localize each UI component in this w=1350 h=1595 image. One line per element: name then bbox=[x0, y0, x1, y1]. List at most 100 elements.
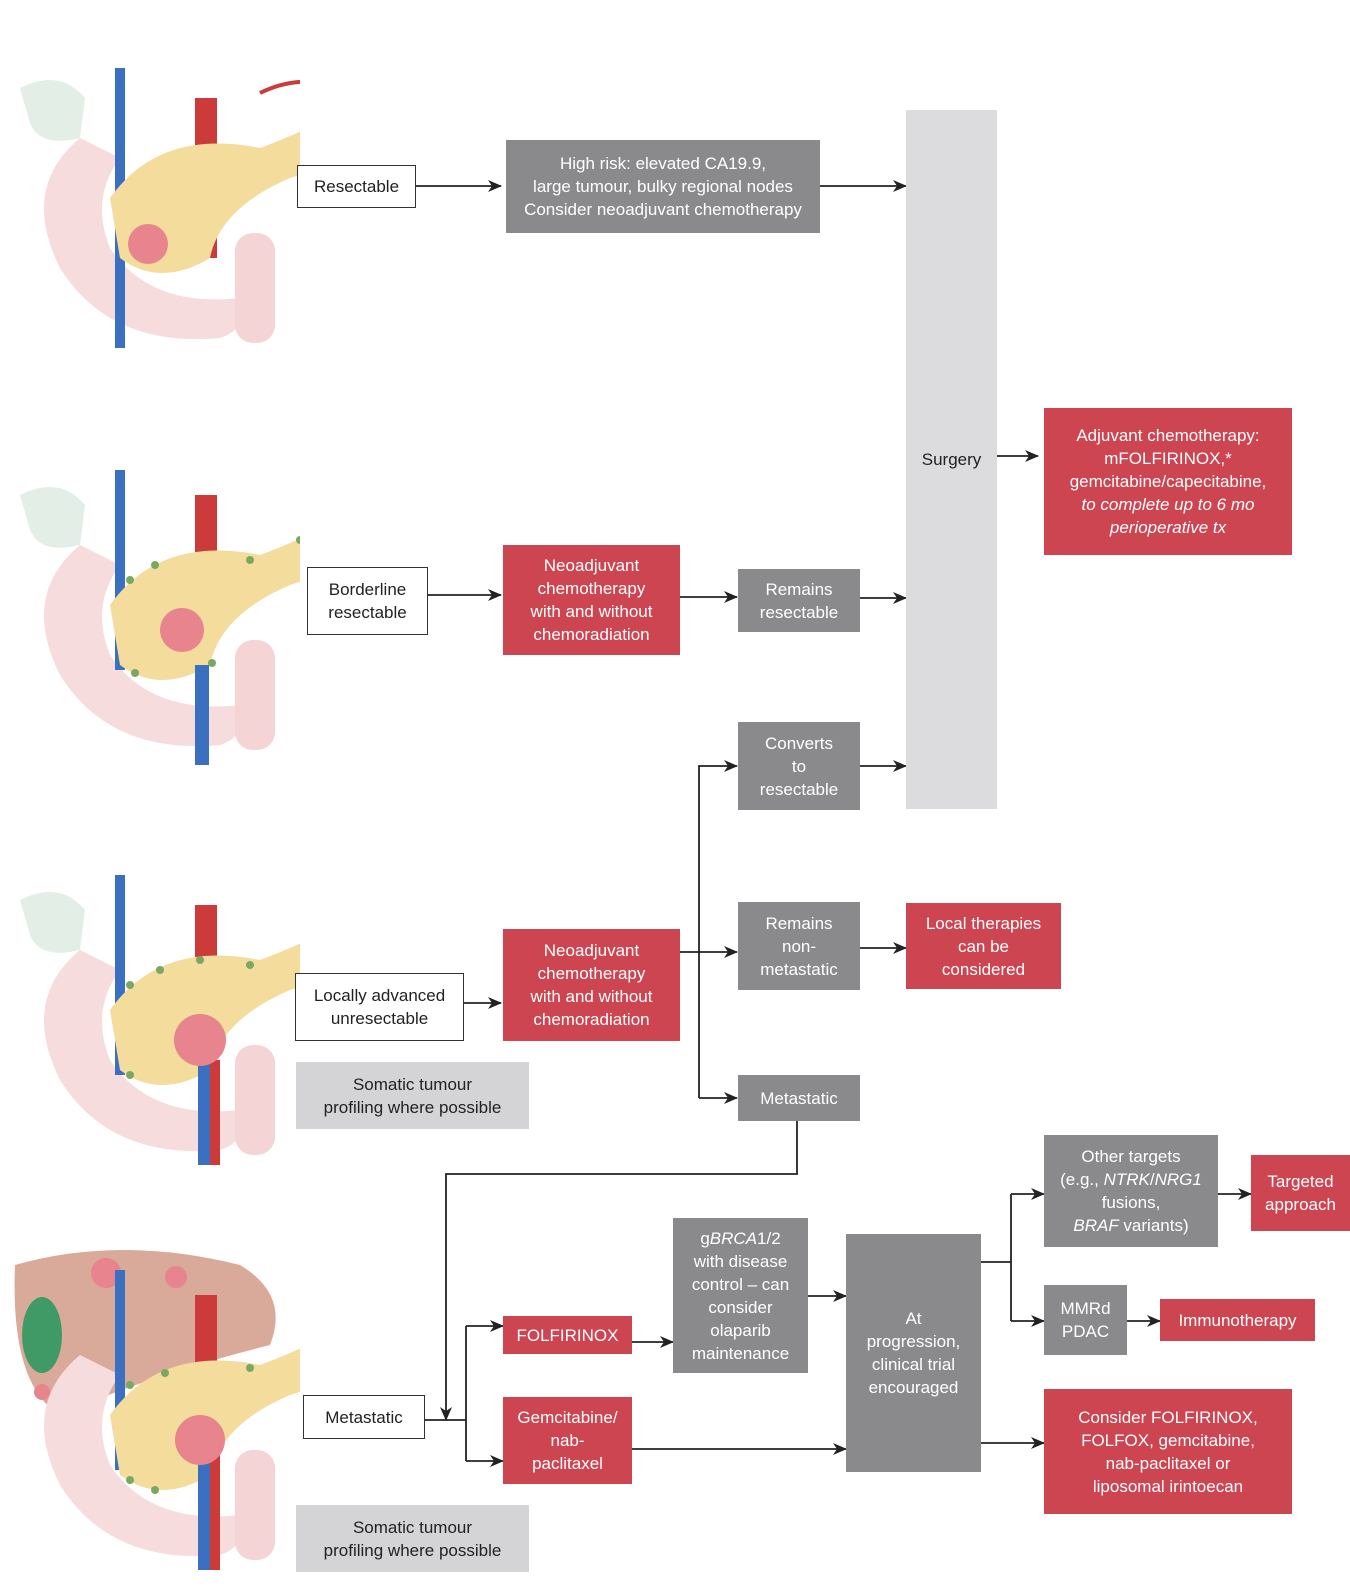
gbrca-line: olaparib bbox=[710, 1320, 771, 1340]
second-line-line: liposomal irintoecan bbox=[1092, 1476, 1244, 1496]
targeted-line: approach bbox=[1265, 1195, 1336, 1214]
other-targets-slash: / bbox=[1149, 1170, 1155, 1189]
pancreas-borderline-illustration bbox=[20, 470, 300, 765]
stage-metastatic-label: Metastatic bbox=[325, 1407, 403, 1427]
remains-nonmetastatic-line: Remains bbox=[765, 913, 833, 933]
gbrca-first-line: gBRCA1/2 bbox=[700, 1227, 780, 1250]
gem-nab-line: nab- bbox=[550, 1431, 585, 1450]
gbrca-suffix: 1/2 bbox=[757, 1228, 781, 1248]
adjuvant-line: mFOLFIRINOX,* bbox=[1104, 449, 1232, 468]
neoadjuvant-line: Neoadjuvant bbox=[543, 941, 640, 960]
stage-borderline-label-line: resectable bbox=[328, 603, 407, 622]
metastatic-outcome-label: Metastatic bbox=[760, 1088, 838, 1108]
targeted-line: Targeted bbox=[1267, 1172, 1334, 1191]
progression-line: encouraged bbox=[868, 1378, 959, 1397]
other-targets-box: Other targets (e.g., NTRK/NRG1 fusions, … bbox=[1044, 1135, 1218, 1247]
remains-nonmetastatic-box: Remains non- metastatic bbox=[738, 902, 860, 990]
pancreas-locally-advanced-illustration bbox=[20, 875, 300, 1165]
somatic-profiling-box-metastatic: Somatic tumour profiling where possible bbox=[296, 1505, 529, 1572]
mmrd-line: MMRd bbox=[1060, 1299, 1111, 1318]
other-targets-variants: variants) bbox=[1118, 1216, 1189, 1235]
adjuvant-italic-line: perioperative tx bbox=[1109, 518, 1227, 537]
surgery-box: Surgery bbox=[906, 110, 997, 809]
neoadjuvant-borderline-box: Neoadjuvant chemotherapy with and withou… bbox=[503, 545, 680, 655]
gem-nab-line: Gemcitabine/ bbox=[517, 1408, 618, 1427]
local-therapies-box: Local therapies can be considered bbox=[906, 903, 1061, 989]
local-therapies-line: considered bbox=[941, 959, 1026, 979]
gbrca-line: consider bbox=[708, 1297, 773, 1317]
progression-line: progression, bbox=[866, 1332, 961, 1351]
converts-line: resectable bbox=[759, 779, 839, 799]
progression-line: clinical trial bbox=[871, 1355, 956, 1374]
neoadjuvant-line: with and without bbox=[530, 602, 653, 621]
somatic-profiling-box-la: Somatic tumour profiling where possible bbox=[296, 1062, 529, 1129]
high-risk-line: large tumour, bulky regional nodes bbox=[533, 177, 793, 196]
other-targets-line3: fusions, bbox=[1101, 1193, 1161, 1212]
adjuvant-line: Adjuvant chemotherapy: bbox=[1076, 426, 1260, 445]
adjuvant-chemotherapy-box: Adjuvant chemotherapy: mFOLFIRINOX,* gem… bbox=[1044, 408, 1292, 555]
somatic-profiling-line: Somatic tumour bbox=[352, 1517, 473, 1537]
neoadjuvant-line: chemoradiation bbox=[533, 625, 650, 644]
neoadjuvant-line: chemotherapy bbox=[537, 579, 646, 598]
remains-nonmetastatic-line: non- bbox=[781, 936, 817, 956]
somatic-profiling-line: profiling where possible bbox=[323, 1097, 502, 1117]
gbrca-line: with disease bbox=[693, 1251, 788, 1271]
neoadjuvant-line: chemoradiation bbox=[533, 1010, 650, 1029]
neoadjuvant-line: with and without bbox=[530, 987, 653, 1006]
gem-nab-line: paclitaxel bbox=[532, 1454, 603, 1473]
neoadjuvant-line: chemotherapy bbox=[537, 964, 646, 983]
mmrd-line: PDAC bbox=[1061, 1322, 1110, 1341]
somatic-profiling-line: Somatic tumour bbox=[352, 1074, 473, 1094]
folfirinox-label: FOLFIRINOX bbox=[516, 1325, 619, 1345]
targeted-approach-box: Targeted approach bbox=[1251, 1155, 1350, 1231]
stage-metastatic: Metastatic bbox=[303, 1395, 425, 1439]
high-risk-box: High risk: elevated CA19.9, large tumour… bbox=[506, 140, 820, 233]
adjuvant-line: gemcitabine/capecitabine, bbox=[1069, 472, 1267, 491]
gemcitabine-nab-paclitaxel-box: Gemcitabine/ nab- paclitaxel bbox=[503, 1397, 632, 1484]
second-line-options-box: Consider FOLFIRINOX, FOLFOX, gemcitabine… bbox=[1044, 1389, 1292, 1514]
stage-locally-advanced-label-line: unresectable bbox=[330, 1009, 429, 1028]
local-therapies-line: can be bbox=[957, 936, 1010, 956]
stage-resectable: Resectable bbox=[297, 165, 416, 208]
stage-borderline-resectable: Borderline resectable bbox=[307, 567, 428, 635]
high-risk-line: High risk: elevated CA19.9, bbox=[560, 154, 766, 173]
high-risk-line: Consider neoadjuvant chemotherapy bbox=[524, 200, 802, 219]
converts-line: to bbox=[791, 756, 807, 776]
stage-borderline-label-line: Borderline bbox=[328, 580, 407, 599]
metastatic-outcome-box: Metastatic bbox=[738, 1075, 860, 1121]
other-targets-line2: (e.g., NTRK/NRG1 bbox=[1060, 1168, 1202, 1191]
pancreas-metastatic-illustration bbox=[14, 1250, 300, 1570]
mmrd-pdac-box: MMRd PDAC bbox=[1044, 1285, 1127, 1355]
gbrca-prefix: g bbox=[700, 1228, 710, 1248]
stage-resectable-label: Resectable bbox=[313, 177, 400, 196]
other-targets-eg: (e.g., bbox=[1060, 1170, 1104, 1189]
ntrk-gene: NTRK bbox=[1103, 1170, 1150, 1189]
gbrca-line: control – can bbox=[691, 1274, 790, 1294]
local-therapies-line: Local therapies bbox=[925, 913, 1042, 933]
gbrca-gene: BRCA bbox=[709, 1228, 758, 1248]
pancreas-resectable-illustration bbox=[20, 68, 300, 348]
gbrca-line: maintenance bbox=[691, 1343, 790, 1363]
other-targets-line1: Other targets bbox=[1081, 1147, 1181, 1166]
adjuvant-italic-line: to complete up to 6 mo bbox=[1081, 495, 1255, 514]
nrg1-gene: NRG1 bbox=[1154, 1170, 1202, 1189]
neoadjuvant-locally-advanced-box: Neoadjuvant chemotherapy with and withou… bbox=[503, 929, 680, 1041]
stage-locally-advanced-label-line: Locally advanced bbox=[313, 986, 446, 1005]
second-line-line: nab-paclitaxel or bbox=[1105, 1453, 1231, 1473]
somatic-profiling-line: profiling where possible bbox=[323, 1540, 502, 1560]
surgery-label: Surgery bbox=[921, 450, 982, 469]
stage-locally-advanced: Locally advanced unresectable bbox=[295, 973, 464, 1041]
remains-nonmetastatic-line: metastatic bbox=[760, 959, 838, 979]
remains-resectable-line: resectable bbox=[759, 602, 839, 622]
second-line-line: Consider FOLFIRINOX, bbox=[1078, 1407, 1258, 1427]
neoadjuvant-line: Neoadjuvant bbox=[543, 556, 640, 575]
remains-resectable-line: Remains bbox=[765, 579, 833, 599]
converts-resectable-box: Converts to resectable bbox=[738, 722, 860, 810]
other-targets-line4: BRAF variants) bbox=[1073, 1214, 1188, 1237]
progression-line: At bbox=[905, 1309, 922, 1328]
progression-clinical-trial-box: At progression, clinical trial encourage… bbox=[846, 1234, 981, 1472]
second-line-line: FOLFOX, gemcitabine, bbox=[1081, 1430, 1255, 1450]
converts-line: Converts bbox=[764, 733, 834, 753]
